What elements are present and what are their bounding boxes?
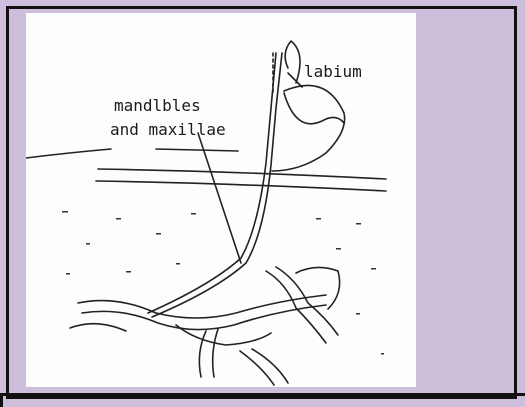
- vessel-9: [240, 351, 274, 385]
- label-mandibles: mandlbles: [114, 96, 201, 115]
- labium-outline: [272, 85, 345, 171]
- mouthparts-sketch: labium mandlbles and maxillae: [26, 13, 416, 387]
- left-surface-line: [26, 149, 111, 158]
- vessel-6: [213, 329, 218, 377]
- divider-line: [0, 393, 525, 396]
- vessel-10: [70, 324, 126, 331]
- scanned-figure: labium mandlbles and maxillae: [26, 13, 416, 387]
- surface-line-lower: [96, 181, 386, 191]
- labium-leader: [288, 73, 302, 87]
- vessel-3: [266, 271, 326, 343]
- vessel-1: [78, 295, 326, 318]
- frame-tick: [0, 396, 3, 407]
- label-labium: labium: [304, 62, 362, 81]
- vessel-loop: [296, 267, 340, 309]
- mandibles-underline: [156, 149, 238, 151]
- mandibles-leader: [198, 133, 241, 263]
- surface-line-upper: [98, 169, 386, 179]
- label-and-maxillae: and maxillae: [110, 120, 226, 139]
